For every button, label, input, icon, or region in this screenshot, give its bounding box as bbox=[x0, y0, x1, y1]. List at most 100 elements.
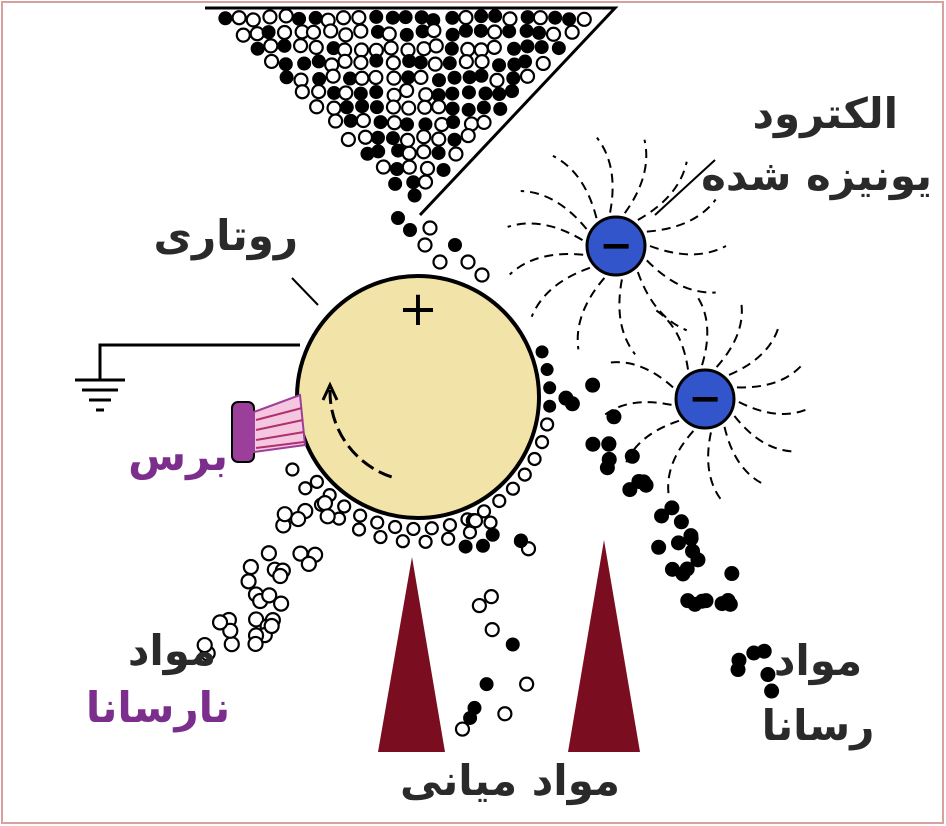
hopper-particle bbox=[521, 11, 534, 24]
hopper-particle bbox=[357, 114, 370, 127]
hopper-particle bbox=[400, 28, 413, 41]
field-line bbox=[510, 254, 583, 274]
hopper-particle bbox=[339, 86, 352, 99]
hopper-particle bbox=[377, 161, 390, 174]
hopper-particle bbox=[389, 177, 402, 190]
feed-particle bbox=[392, 212, 405, 225]
nonconductive-particle bbox=[318, 496, 332, 510]
rotor-charge-symbol: + bbox=[398, 281, 438, 337]
hopper-particle bbox=[262, 26, 275, 39]
hopper-particle bbox=[479, 87, 492, 100]
hopper-particle bbox=[459, 11, 472, 24]
hopper-particle bbox=[355, 72, 368, 85]
hopper-particle bbox=[429, 58, 442, 71]
hopper-particle bbox=[399, 11, 412, 24]
middling-particle bbox=[469, 514, 482, 527]
nonconductive-particle bbox=[274, 597, 288, 611]
rotor-particle bbox=[519, 469, 531, 481]
field-line bbox=[638, 272, 687, 330]
conductive-particle bbox=[674, 515, 688, 529]
middling-particle bbox=[464, 711, 477, 724]
label-brush: برس bbox=[128, 431, 228, 481]
field-line bbox=[696, 294, 707, 365]
field-line bbox=[508, 223, 583, 240]
rotor-particle bbox=[444, 519, 456, 531]
hopper-particle bbox=[264, 39, 277, 52]
field-line bbox=[653, 308, 689, 369]
rotor-particle bbox=[397, 535, 409, 547]
conductive-particle bbox=[699, 594, 713, 608]
field-line bbox=[729, 325, 779, 375]
hopper-particle bbox=[298, 57, 311, 70]
nonconductive-particle bbox=[244, 560, 258, 574]
rotor-particle bbox=[507, 483, 519, 495]
electrode-lower: − bbox=[676, 370, 734, 428]
hopper-particle bbox=[293, 12, 306, 25]
conductive-particle bbox=[625, 449, 639, 463]
middling-particle bbox=[485, 590, 498, 603]
hopper-particle bbox=[407, 176, 420, 189]
field-line bbox=[647, 260, 716, 292]
field-line bbox=[625, 140, 646, 213]
hopper-particle bbox=[279, 58, 292, 71]
hopper-particle bbox=[521, 40, 534, 53]
label-nonconductive-line2: نارسانا bbox=[86, 683, 230, 732]
nonconductive-particle bbox=[321, 509, 335, 523]
nonconductive-particle bbox=[249, 637, 263, 651]
nonconductive-particle bbox=[265, 619, 279, 633]
hopper-particle bbox=[414, 71, 427, 84]
hopper-particle bbox=[388, 116, 401, 129]
hopper-particle bbox=[219, 12, 232, 25]
hopper-particle bbox=[493, 88, 506, 101]
label-middlings: مواد میانی bbox=[400, 756, 620, 806]
hopper-particle bbox=[437, 163, 450, 176]
hopper-particle bbox=[507, 72, 520, 85]
hopper-particle bbox=[475, 69, 488, 82]
feed-particle bbox=[424, 222, 437, 235]
hopper-particle bbox=[446, 87, 459, 100]
hopper-particle bbox=[354, 25, 367, 38]
hopper-particle bbox=[419, 176, 432, 189]
hopper-particle bbox=[417, 130, 430, 143]
nonconductive-particle bbox=[278, 507, 292, 521]
hopper-particle bbox=[340, 101, 353, 114]
rotor-leader-line bbox=[292, 278, 318, 305]
hopper-particle bbox=[566, 26, 579, 39]
field-line bbox=[532, 268, 590, 317]
hopper-particle bbox=[328, 102, 341, 115]
conductive-particle bbox=[715, 597, 729, 611]
conductive-particle bbox=[761, 668, 775, 682]
rotor-particle bbox=[442, 533, 454, 545]
hopper-particle bbox=[552, 42, 565, 55]
hopper-particle bbox=[387, 72, 400, 85]
hopper-particle bbox=[294, 39, 307, 52]
hopper-particle bbox=[278, 26, 291, 39]
hopper-particle bbox=[387, 101, 400, 114]
field-line bbox=[619, 279, 635, 354]
hopper-particle bbox=[310, 100, 323, 113]
hopper-particle bbox=[403, 147, 416, 160]
hopper-particle bbox=[354, 87, 367, 100]
splitter-left bbox=[378, 557, 445, 752]
hopper-particle bbox=[387, 56, 400, 69]
electrode-upper-charge: − bbox=[599, 223, 633, 269]
conductive-particle bbox=[732, 653, 746, 667]
feed-particle bbox=[449, 239, 462, 252]
hopper-particle bbox=[337, 11, 350, 24]
hopper-particle bbox=[369, 71, 382, 84]
label-nonconductive-line1: مواد bbox=[128, 626, 216, 676]
hopper-particle bbox=[385, 41, 398, 54]
middling-particle bbox=[520, 678, 533, 691]
hopper-particle bbox=[402, 102, 415, 115]
hopper-particle bbox=[280, 71, 293, 84]
conductive-particle bbox=[639, 478, 653, 492]
hopper-particle bbox=[370, 86, 383, 99]
nonconductive-particle bbox=[302, 557, 316, 571]
field-line bbox=[739, 402, 810, 414]
conductive-particle bbox=[725, 567, 739, 581]
rotor-particle bbox=[353, 523, 365, 535]
hopper-particle bbox=[310, 41, 323, 54]
middling-particle bbox=[506, 638, 519, 651]
conductive-particle bbox=[600, 461, 614, 475]
middling-particle bbox=[498, 707, 511, 720]
